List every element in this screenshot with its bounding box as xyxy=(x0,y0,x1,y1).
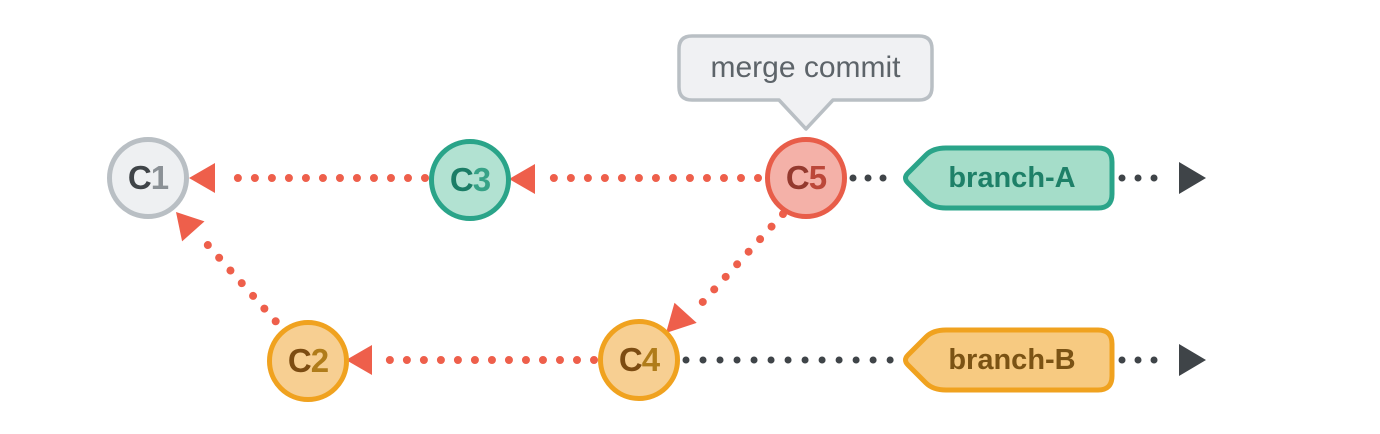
commit-c3-prefix: C xyxy=(449,161,474,198)
tooltip-bubble-shape xyxy=(677,34,934,131)
branch-b-tag: branch-B xyxy=(912,330,1112,390)
parent-link-c5-to-c4 xyxy=(696,210,787,309)
timeline-arrowhead-branch-a xyxy=(1179,162,1206,194)
commit-c2-number: 2 xyxy=(310,342,329,379)
parent-arrowhead-c2-to-c1 xyxy=(176,212,205,242)
branch-a-label: branch-A xyxy=(948,161,1076,194)
commit-c5-number: 5 xyxy=(808,159,827,196)
commit-c4-prefix: C xyxy=(618,341,643,378)
parent-arrowhead-c5-to-c3 xyxy=(509,164,535,194)
commit-c5-prefix: C xyxy=(785,159,810,196)
branch-a-tag-shape xyxy=(903,145,1115,211)
parent-arrowhead-c5-to-c4 xyxy=(666,302,697,333)
tooltip-label: merge commit xyxy=(710,51,901,84)
commit-c2-prefix: C xyxy=(287,342,312,379)
commit-c4-number: 4 xyxy=(641,341,660,378)
timeline-arrowhead-branch-b xyxy=(1179,344,1206,376)
commit-c3-number: 3 xyxy=(472,161,491,198)
branch-b-label: branch-B xyxy=(948,343,1076,376)
commit-c1-prefix: C xyxy=(127,159,152,196)
merge-commit-tooltip: merge commit xyxy=(679,36,932,100)
parent-arrowhead-c4-to-c2 xyxy=(346,345,372,375)
parent-arrowhead-c3-to-c1 xyxy=(189,163,215,193)
branch-b-tag-shape xyxy=(903,327,1115,393)
branch-a-tag: branch-A xyxy=(912,148,1112,208)
parent-link-c2-to-c1 xyxy=(202,239,291,338)
commit-c1-number: 1 xyxy=(150,159,169,196)
